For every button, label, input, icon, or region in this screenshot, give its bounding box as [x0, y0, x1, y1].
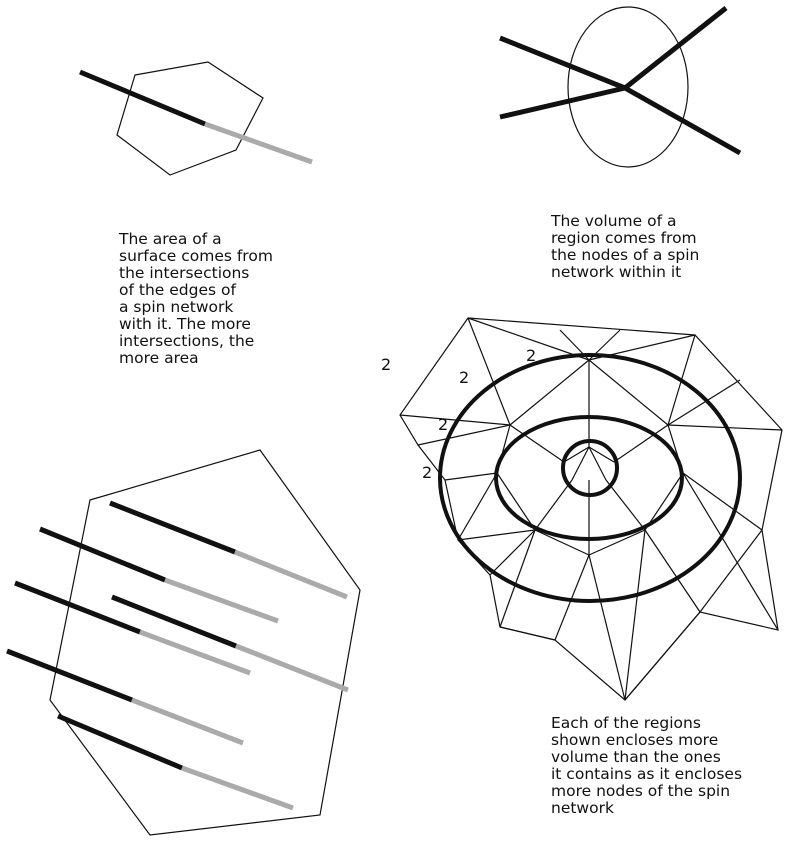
edge-dark-segment [58, 716, 182, 768]
edge-label: 2 [381, 355, 391, 374]
network-edge [625, 88, 740, 153]
edge-dark-segment [110, 503, 235, 552]
network-edge [500, 38, 625, 88]
nested-regions-figure: 2 2 2 2 2 [381, 318, 782, 700]
edge-label: 2 [438, 415, 448, 434]
edge-grey-segment [236, 646, 348, 690]
outer-region [440, 355, 740, 601]
edge-dark-segment [15, 583, 140, 632]
edge-grey-segment [182, 768, 293, 808]
edge-label: 2 [422, 463, 432, 482]
single-intersection-figure [80, 62, 312, 175]
edge-grey-segment [132, 700, 243, 743]
network-outline [400, 318, 782, 700]
edge-grey-segment [140, 632, 250, 673]
edge-dark-segment [40, 529, 165, 580]
network-edge [500, 88, 625, 117]
many-intersections-figure [7, 450, 360, 835]
edge-grey-segment [235, 552, 347, 597]
edge-label: 2 [459, 368, 469, 387]
edge-dark-segment [7, 651, 132, 700]
edge-label: 2 [526, 346, 536, 365]
node-volume-figure [500, 7, 740, 167]
network-mesh [400, 318, 782, 700]
regions-caption: Each of the regions shown encloses more … [551, 715, 742, 817]
network-edge [625, 8, 726, 88]
edge-grey-segment [165, 580, 278, 621]
edge-dark-segment [80, 72, 205, 124]
volume-caption: The volume of a region comes from the no… [551, 213, 699, 281]
area-caption: The area of a surface comes from the int… [119, 231, 273, 367]
edge-dark-segment [112, 597, 236, 646]
